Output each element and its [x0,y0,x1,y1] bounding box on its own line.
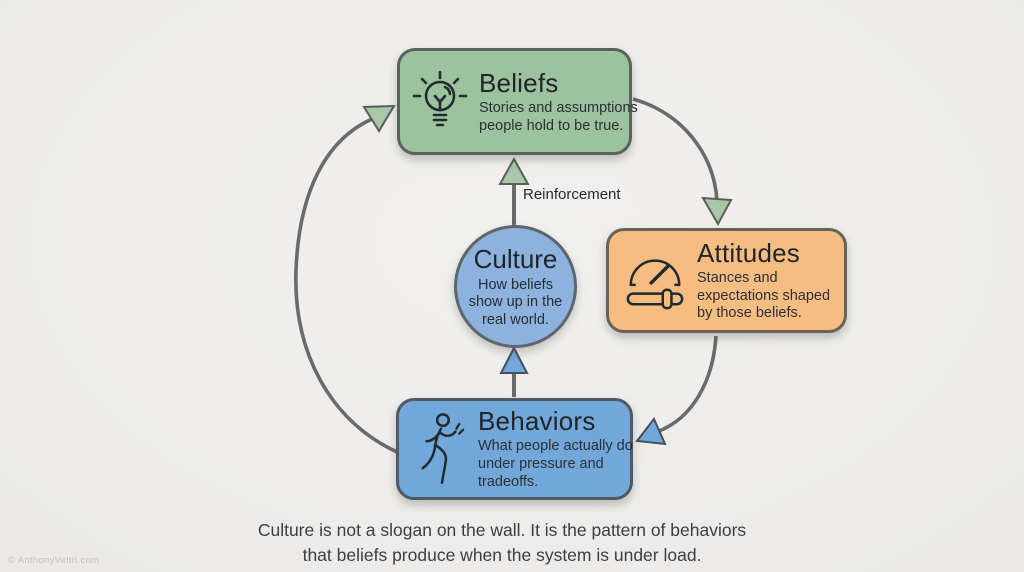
beliefs-title: Beliefs [479,67,559,98]
arrowhead-to-behaviors [635,417,667,446]
arrowhead-to-attitudes [701,196,733,227]
beliefs-node: Beliefs Stories and assumptions people h… [397,48,638,155]
attitudes-description: Stances and expectations shaped by those… [697,269,831,322]
beliefs-description: Stories and assumptions people hold to b… [479,99,638,134]
behaviors-text: Behaviors What people actually do under … [478,406,638,491]
arrow-behaviors-to-beliefs [294,117,398,454]
behaviors-node: Behaviors What people actually do under … [396,398,633,500]
behaviors-description: What people actually do under pressure a… [478,438,633,490]
caption-line-1: Culture is not a slogan on the wall. It … [257,520,747,540]
attitudes-node: Attitudes Stances and expectations shape… [606,228,847,333]
gauge-icon [624,252,686,310]
lightbulb-icon [412,70,468,134]
attitudes-text: Attitudes Stances and expectations shape… [697,238,849,323]
caption-line-2: that beliefs produce when the system is … [302,544,702,565]
beliefs-text: Beliefs Stories and assumptions people h… [479,68,641,135]
arrowhead-to-culture [499,345,529,374]
culture-description: How beliefs show up in the real world. [468,276,563,328]
walking-person-icon [415,411,467,487]
culture-title: Culture [473,243,558,274]
caption: Culture is not a slogan on the wall. It … [0,518,1004,568]
arrow-attitudes-to-behaviors [658,335,718,433]
attitudes-title: Attitudes [697,237,800,268]
arrow-beliefs-to-attitudes [632,97,719,202]
culture-node: Culture How beliefs show up in the real … [454,225,577,348]
watermark: © AnthonyVeltri.com [8,555,100,566]
behaviors-title: Behaviors [478,406,596,437]
reinforcement-label: Reinforcement [523,186,621,203]
arrowhead-to-beliefs [362,104,396,133]
arrowhead-reinforcement [498,156,530,185]
